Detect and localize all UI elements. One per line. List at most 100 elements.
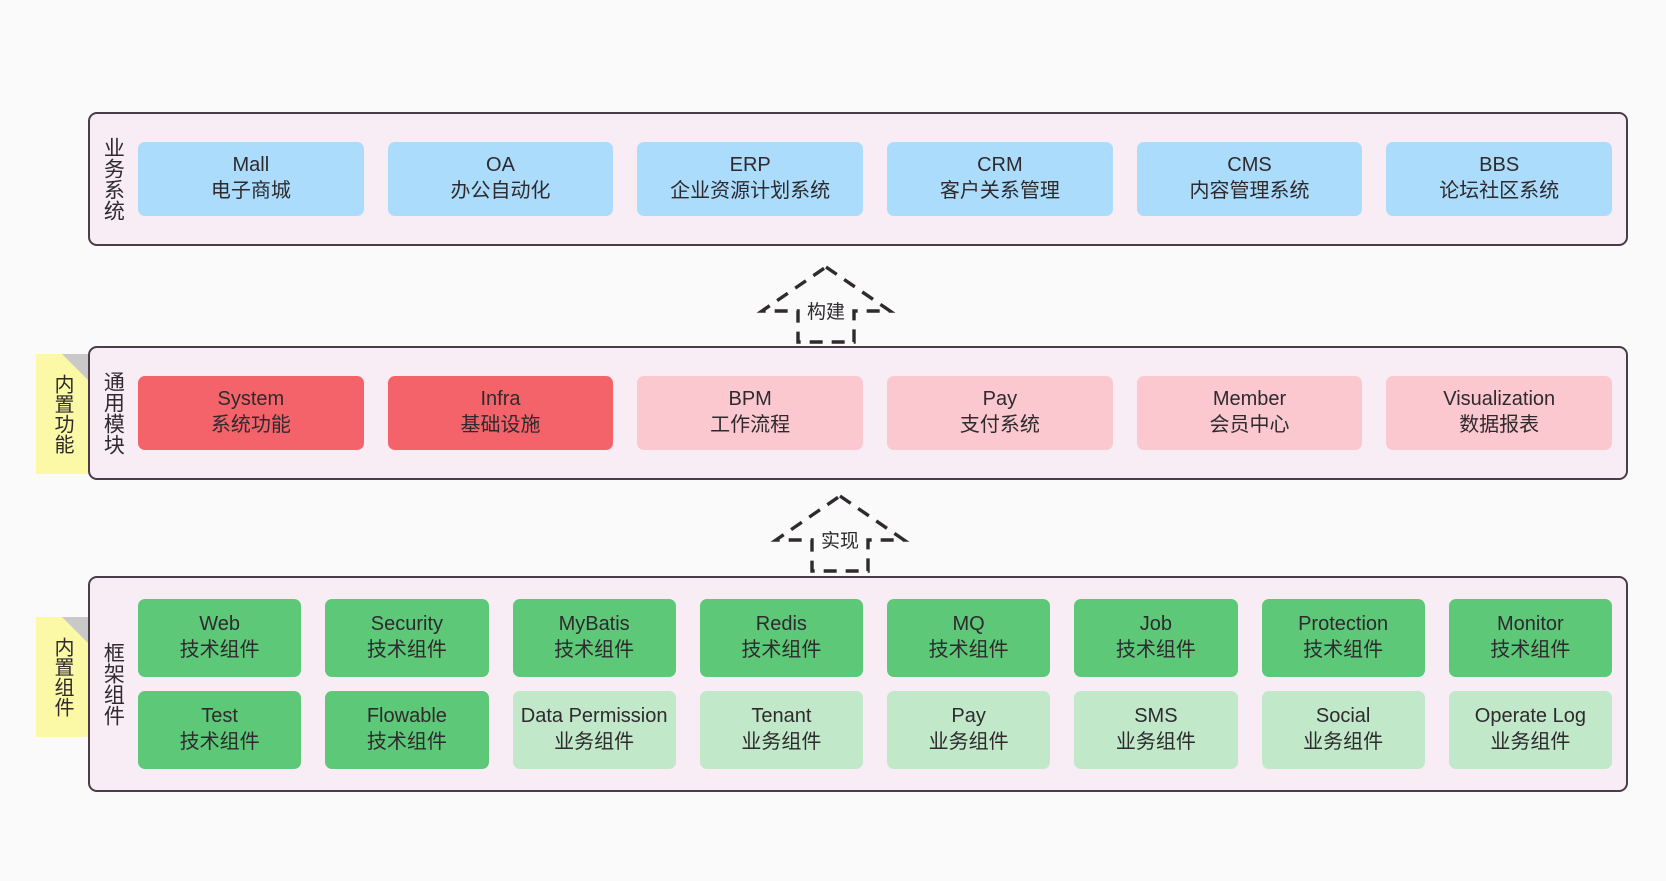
connector-implement-label: 实现 <box>820 531 860 552</box>
card-title: Pay <box>951 705 986 728</box>
card-title: Job <box>1139 613 1172 636</box>
card-title: Test <box>201 705 238 728</box>
card-subtitle: 业务组件 <box>741 731 822 753</box>
note-fold-corner-icon <box>62 354 88 380</box>
card-subtitle: 工作流程 <box>710 414 791 436</box>
module-card-pay-biz[interactable]: Pay 业务组件 <box>887 691 1051 769</box>
module-card-protection[interactable]: Protection 技术组件 <box>1261 599 1425 677</box>
card-title: CMS <box>1227 154 1272 177</box>
card-title: MyBatis <box>558 613 630 636</box>
card-title: OA <box>486 154 515 177</box>
module-card-infra[interactable]: Infra 基础设施 <box>387 376 614 450</box>
card-title: CRM <box>977 154 1023 177</box>
layer-row-business: Test 技术组件 Flowable 技术组件 Data Permission … <box>138 691 1612 769</box>
note-label: 内置功能 <box>51 374 73 454</box>
card-title: BBS <box>1479 154 1520 177</box>
card-title: Protection <box>1298 613 1389 636</box>
module-card-mybatis[interactable]: MyBatis 技术组件 <box>512 599 676 677</box>
module-card-crm[interactable]: CRM 客户关系管理 <box>887 142 1113 216</box>
card-subtitle: 数据报表 <box>1459 414 1540 436</box>
layer-title-common-module: 通用模块 <box>101 371 125 455</box>
layer-row: Mall 电子商城 OA 办公自动化 ERP 企业资源计划系统 CRM 客户关系… <box>138 142 1613 216</box>
note-label: 内置组件 <box>51 637 73 717</box>
card-title: Mall <box>232 154 270 177</box>
card-subtitle: 办公自动化 <box>450 180 551 202</box>
card-title: Infra <box>480 388 521 411</box>
module-card-operate-log[interactable]: Operate Log 业务组件 <box>1448 691 1612 769</box>
module-card-data-permission[interactable]: Data Permission 业务组件 <box>512 691 676 769</box>
card-subtitle: 支付系统 <box>959 414 1040 436</box>
card-subtitle: 技术组件 <box>554 639 635 661</box>
card-title: BPM <box>728 388 772 411</box>
card-title: Web <box>199 613 240 636</box>
card-title: SMS <box>1134 705 1178 728</box>
card-subtitle: 系统功能 <box>210 414 291 436</box>
note-builtin-component: 内置组件 <box>36 617 88 737</box>
module-card-mall[interactable]: Mall 电子商城 <box>138 142 364 216</box>
card-title: Operate Log <box>1474 705 1586 728</box>
layer-body-business-system: Mall 电子商城 OA 办公自动化 ERP 企业资源计划系统 CRM 客户关系… <box>134 114 1626 244</box>
module-card-member[interactable]: Member 会员中心 <box>1136 376 1363 450</box>
module-card-bpm[interactable]: BPM 工作流程 <box>637 376 864 450</box>
module-card-system[interactable]: System 系统功能 <box>138 376 364 450</box>
layer-framework-component: 框架组件 Web 技术组件 Security 技术组件 MyBatis 技术组件… <box>88 576 1628 792</box>
connector-build: 构建 <box>756 263 896 346</box>
card-subtitle: 论坛社区系统 <box>1439 180 1560 202</box>
connector-implement: 实现 <box>770 492 910 575</box>
card-title: Member <box>1212 388 1287 411</box>
layer-common-module: 通用模块 System 系统功能 Infra 基础设施 BPM 工作流程 Pay… <box>88 346 1628 480</box>
card-subtitle: 技术组件 <box>741 639 822 661</box>
module-card-cms[interactable]: CMS 内容管理系统 <box>1136 142 1363 216</box>
card-subtitle: 技术组件 <box>928 639 1009 661</box>
card-title: Tenant <box>751 705 812 728</box>
layer-title-business-system: 业务系统 <box>101 137 125 221</box>
card-subtitle: 技术组件 <box>1303 639 1384 661</box>
module-card-bbs[interactable]: BBS 论坛社区系统 <box>1386 142 1613 216</box>
card-title: System <box>217 388 285 411</box>
card-subtitle: 技术组件 <box>179 639 260 661</box>
note-builtin-feature: 内置功能 <box>36 354 88 474</box>
card-subtitle: 技术组件 <box>1490 639 1571 661</box>
module-card-tenant[interactable]: Tenant 业务组件 <box>699 691 863 769</box>
module-card-social[interactable]: Social 业务组件 <box>1261 691 1425 769</box>
card-title: Visualization <box>1443 388 1556 411</box>
card-subtitle: 业务组件 <box>1115 731 1196 753</box>
module-card-pay[interactable]: Pay 支付系统 <box>887 376 1113 450</box>
card-subtitle: 业务组件 <box>554 731 635 753</box>
card-subtitle: 客户关系管理 <box>939 180 1060 202</box>
module-card-mq[interactable]: MQ 技术组件 <box>887 599 1051 677</box>
module-card-test[interactable]: Test 技术组件 <box>138 691 302 769</box>
layer-title-framework-component: 框架组件 <box>101 642 125 726</box>
card-subtitle: 会员中心 <box>1209 414 1290 436</box>
card-title: Flowable <box>366 705 447 728</box>
card-title: Social <box>1315 705 1371 728</box>
note-fold-corner-icon <box>62 617 88 643</box>
card-title: Data Permission <box>520 705 668 728</box>
card-title: ERP <box>729 154 771 177</box>
card-subtitle: 业务组件 <box>1490 731 1571 753</box>
module-card-monitor[interactable]: Monitor 技术组件 <box>1448 599 1612 677</box>
module-card-security[interactable]: Security 技术组件 <box>325 599 489 677</box>
module-card-oa[interactable]: OA 办公自动化 <box>387 142 614 216</box>
layer-business-system: 业务系统 Mall 电子商城 OA 办公自动化 ERP 企业资源计划系统 CRM… <box>88 112 1628 246</box>
module-card-flowable[interactable]: Flowable 技术组件 <box>325 691 489 769</box>
layer-body-common-module: System 系统功能 Infra 基础设施 BPM 工作流程 Pay 支付系统… <box>134 348 1626 478</box>
layer-row: System 系统功能 Infra 基础设施 BPM 工作流程 Pay 支付系统… <box>138 376 1613 450</box>
card-title: Monitor <box>1497 613 1564 636</box>
card-subtitle: 电子商城 <box>210 180 291 202</box>
module-card-visualization[interactable]: Visualization 数据报表 <box>1386 376 1613 450</box>
module-card-redis[interactable]: Redis 技术组件 <box>699 599 863 677</box>
card-title: Pay <box>982 388 1018 411</box>
card-title: Redis <box>755 613 807 636</box>
module-card-job[interactable]: Job 技术组件 <box>1074 599 1238 677</box>
card-subtitle: 技术组件 <box>366 639 447 661</box>
card-subtitle: 企业资源计划系统 <box>670 180 831 202</box>
card-subtitle: 内容管理系统 <box>1189 180 1310 202</box>
card-subtitle: 技术组件 <box>179 731 260 753</box>
module-card-erp[interactable]: ERP 企业资源计划系统 <box>637 142 864 216</box>
layer-body-framework-component: Web 技术组件 Security 技术组件 MyBatis 技术组件 Redi… <box>134 578 1626 790</box>
card-subtitle: 基础设施 <box>460 414 541 436</box>
module-card-sms[interactable]: SMS 业务组件 <box>1074 691 1238 769</box>
module-card-web[interactable]: Web 技术组件 <box>138 599 302 677</box>
